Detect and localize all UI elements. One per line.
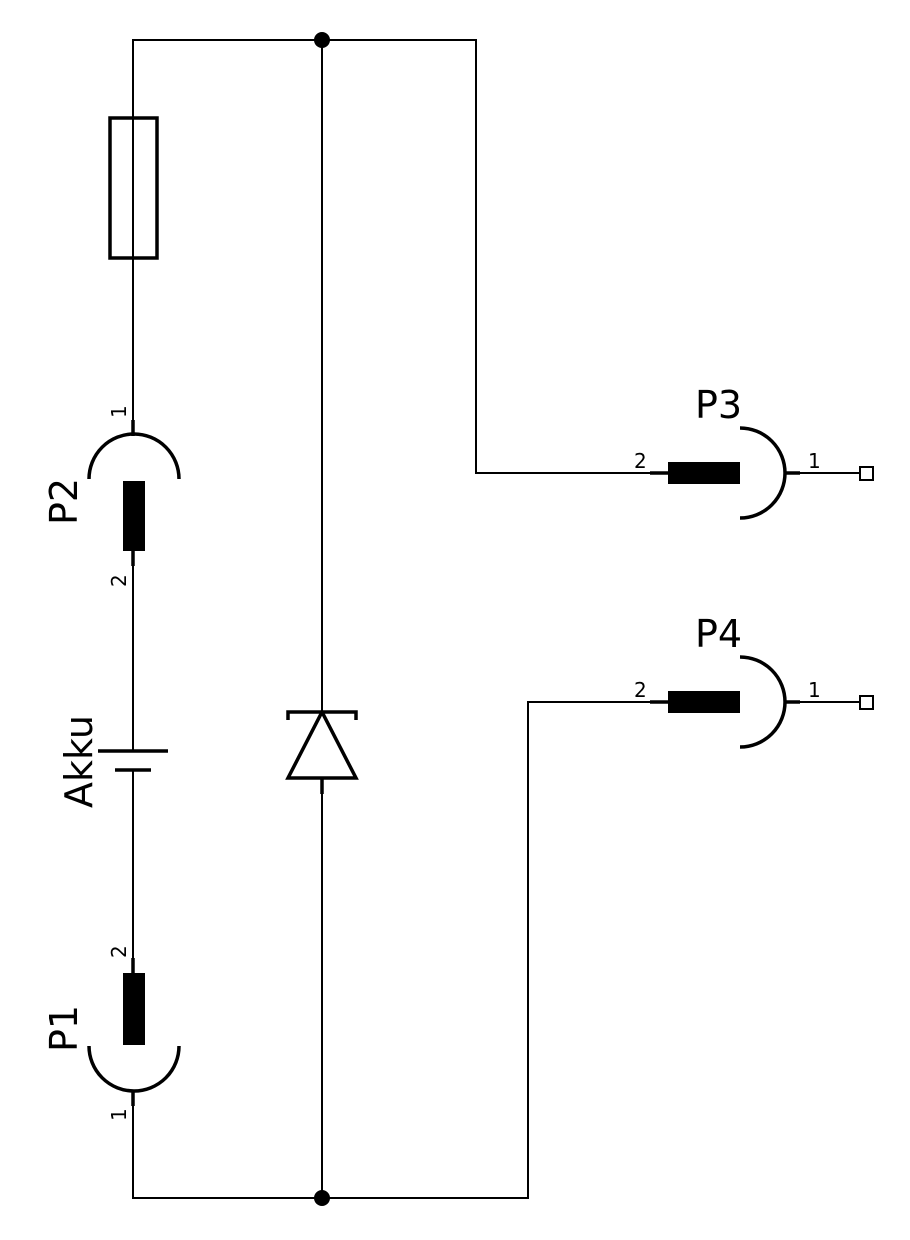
connector-p4-socket [739,655,787,749]
battery-symbol: Akku [57,715,168,808]
connector-p4-pin [668,691,740,713]
label-p1-pin-1: 1 [107,1108,131,1121]
label-p1: P1 [42,1005,86,1052]
wires [132,39,668,1199]
connector-p3-pin [668,462,740,484]
label-p1-pin-2: 2 [107,945,131,958]
label-p2-pin-2: 2 [107,574,131,587]
zener-diode-symbol [285,708,359,794]
connector-p2: P2 1 2 [42,405,181,587]
junction-dot-top [314,32,330,48]
connector-p3-terminal [859,466,874,481]
junction-dot-bottom [314,1190,330,1206]
connector-p2-pin [123,481,145,551]
connector-p1-pin [123,973,145,1045]
fuse-symbol [108,116,159,260]
label-p3-pin-1: 1 [808,449,821,473]
connector-p3: P3 2 1 [634,383,874,520]
wire-bottom-right-to-p4 [322,701,668,1199]
connector-p1-socket [87,1045,181,1093]
label-p4: P4 [695,612,742,656]
connector-p2-socket [87,432,181,480]
label-p3: P3 [695,383,742,427]
connector-p4: P4 2 1 [634,612,874,749]
zener-diode-bar [286,710,358,720]
label-p2-pin-1: 1 [107,405,131,418]
wire-bottom-left [132,1090,322,1199]
connector-p1: P1 2 1 [42,945,181,1121]
label-p4-pin-1: 1 [808,678,821,702]
connector-p3-socket [739,426,787,520]
zener-diode-triangle [285,708,359,780]
wire-top-left [132,39,322,258]
connector-p4-terminal [859,695,874,710]
label-p2: P2 [42,478,86,525]
label-p4-pin-2: 2 [634,678,647,702]
label-p3-pin-2: 2 [634,449,647,473]
wire-top-right-to-p3 [322,39,668,474]
label-battery: Akku [57,715,101,808]
